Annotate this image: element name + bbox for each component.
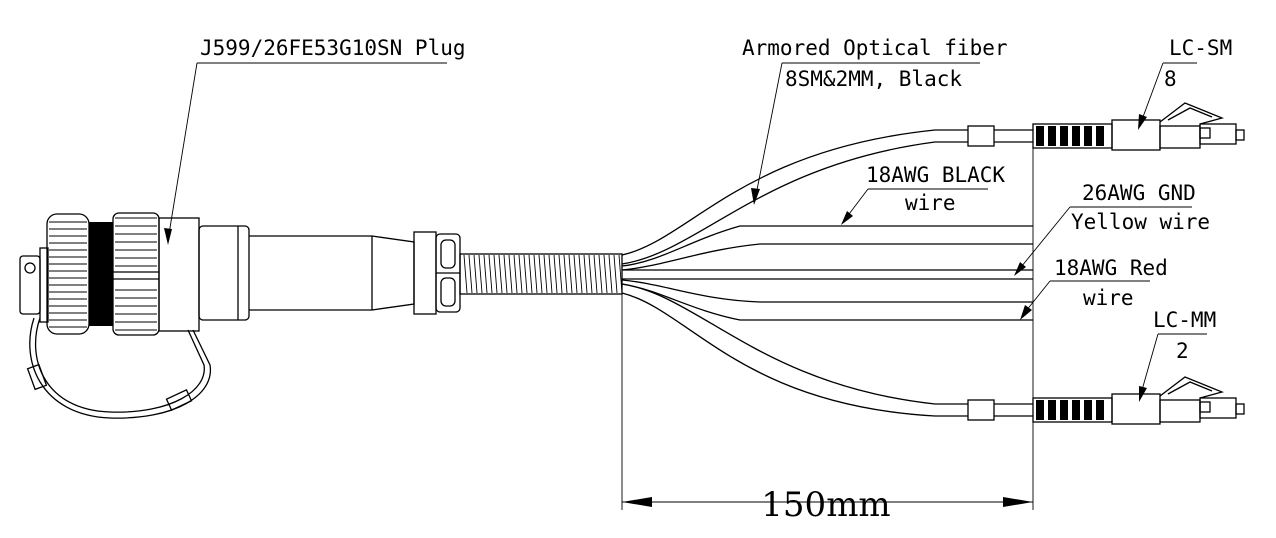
- armored-fiber-label-line1: Armored Optical fiber: [742, 36, 1008, 60]
- dimension-label: 150mm: [761, 485, 890, 525]
- leader-lines: [164, 62, 1207, 402]
- armored-fiber-label-line2: 8SM&2MM, Black: [785, 67, 962, 91]
- red-wire-label-line1: 18AWG Red: [1054, 256, 1168, 280]
- black-wire-label-line2: wire: [905, 191, 956, 215]
- lc-mm-count-label: 2: [1176, 339, 1189, 363]
- lc-mm-type-label: LC-MM: [1153, 308, 1216, 332]
- gnd-wire-label-line1: 26AWG GND: [1082, 181, 1196, 205]
- lc-sm-count-label: 8: [1164, 67, 1177, 91]
- plug-label: J599/26FE53G10SN Plug: [200, 36, 466, 60]
- j599-plug-connector: [19, 212, 461, 419]
- corrugated-conduit: [459, 253, 623, 295]
- red-wire-label-line2: wire: [1083, 286, 1134, 310]
- black-wire-label-line1: 18AWG BLACK: [866, 163, 1005, 187]
- lc-sm-type-label: LC-SM: [1169, 36, 1232, 60]
- lc-sm-connector: [967, 102, 1245, 151]
- lc-mm-connector: [967, 376, 1245, 425]
- gnd-wire-label-line2: Yellow wire: [1071, 210, 1210, 234]
- dimension-150mm: [621, 126, 1034, 510]
- breakout-cables: [621, 129, 1033, 417]
